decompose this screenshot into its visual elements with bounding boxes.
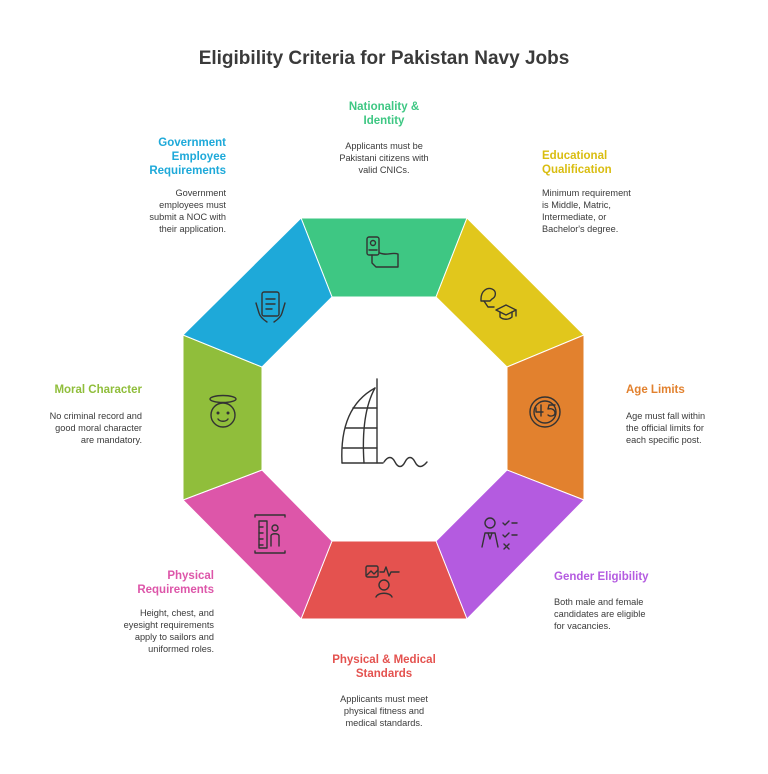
sail-building-waves-icon xyxy=(341,378,428,468)
text-age: Age must fall within the official limits… xyxy=(626,411,706,445)
text-physical: Height, chest, and eyesight requirements… xyxy=(123,608,214,654)
checklist-person-icon xyxy=(481,517,518,550)
heading-government: Government Employee Requirements xyxy=(149,137,226,177)
graduate-icon xyxy=(480,287,517,320)
heading-nationality: Nationality & Identity xyxy=(348,101,420,127)
heading-age: Age Limits xyxy=(626,384,685,396)
page-title: Eligibility Criteria for Pakistan Navy J… xyxy=(198,48,570,69)
age-45-icon xyxy=(529,396,561,428)
id-card-hand-icon xyxy=(366,236,399,268)
height-measure-icon xyxy=(254,514,286,554)
text-nationality: Applicants must be Pakistani citizens wi… xyxy=(339,141,429,175)
document-hands-icon xyxy=(255,291,286,323)
heading-medical: Physical & Medical Standards xyxy=(332,654,436,680)
segment-government xyxy=(182,217,333,368)
heading-physical: Physical Requirements xyxy=(137,570,214,596)
heading-gender: Gender Eligibility xyxy=(554,571,649,583)
text-education: Minimum requirement is Middle, Matric, I… xyxy=(542,188,631,234)
halo-face-icon xyxy=(209,394,237,428)
text-gender: Both male and female candidates are elig… xyxy=(554,597,646,631)
heading-moral: Moral Character xyxy=(54,384,142,396)
text-medical: Applicants must meet physical fitness an… xyxy=(340,694,428,728)
heading-education: Educational Qualification xyxy=(542,150,612,176)
text-moral: No criminal record and good moral charac… xyxy=(49,411,142,445)
text-government: Government employees must submit a NOC w… xyxy=(149,188,226,234)
medical-scan-icon xyxy=(365,565,400,598)
